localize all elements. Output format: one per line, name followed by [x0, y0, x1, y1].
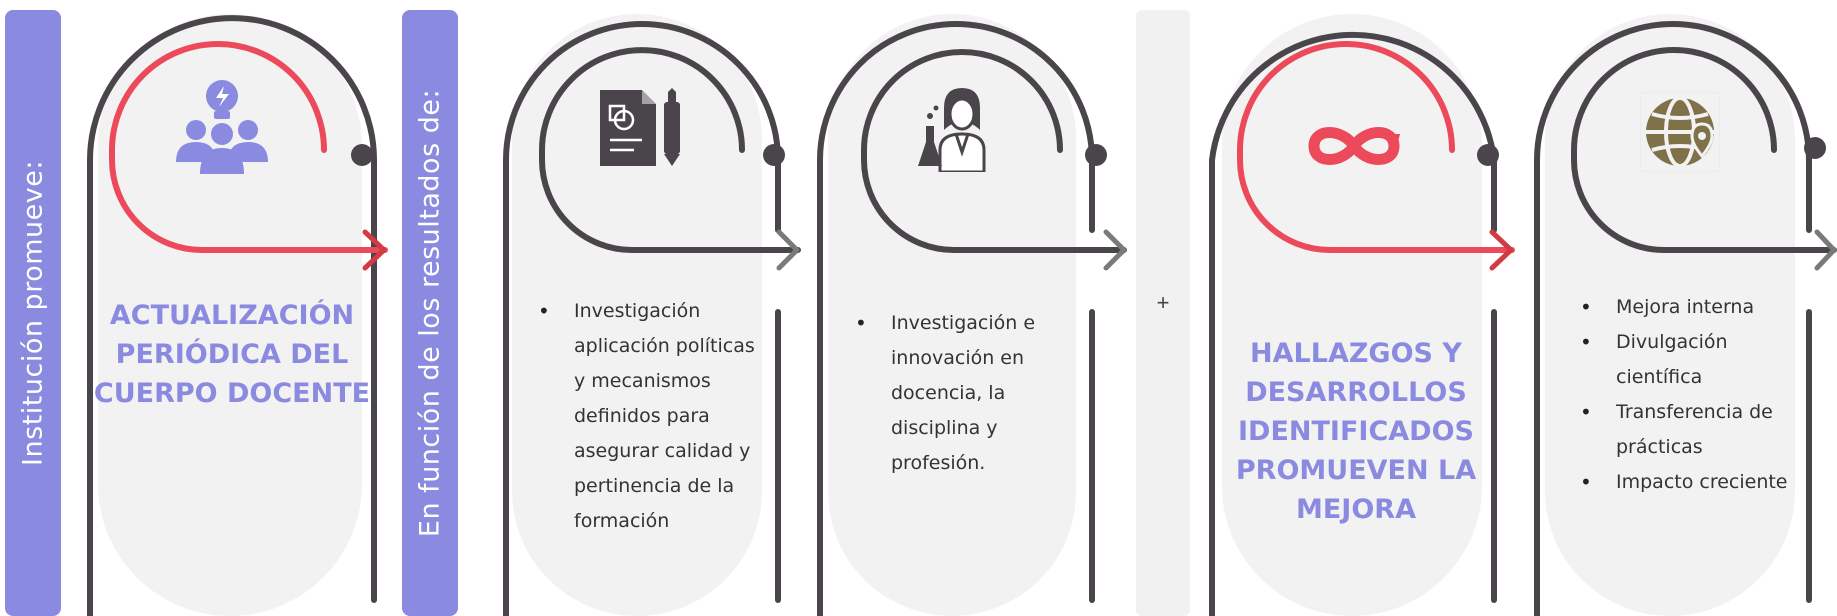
step-1-dot — [351, 144, 373, 166]
step-2-inner-path — [539, 47, 801, 253]
step-5-outline-top — [1534, 21, 1812, 616]
step-5-list: Mejora interna Divulgación científica Tr… — [1580, 290, 1796, 500]
infinity-loop-icon — [1306, 118, 1402, 174]
step-4-arrowhead — [1489, 229, 1514, 271]
step-3-bullet: Investigación e innovación en docencia, … — [855, 306, 1071, 481]
step-1-title: ACTUALIZACIÓN PERIÓDICA DEL CUERPO DOCEN… — [93, 300, 371, 409]
step-2-bullet: Investigación aplicación políticas y mec… — [538, 294, 764, 539]
globe-location-icon — [1639, 91, 1721, 173]
institution-bar: Institución promueve: — [5, 10, 61, 616]
step-4-title: HALLAZGOS Y DESARROLLOS IDENTIFICADOS PR… — [1235, 338, 1477, 525]
step-3-dot — [1085, 144, 1107, 166]
step-2-dot — [763, 144, 785, 166]
results-bar: En función de los resultados de: — [402, 10, 458, 616]
step-5-arrowhead — [1814, 229, 1837, 271]
document-pen-icon — [598, 88, 684, 168]
step-1-outline — [87, 15, 377, 616]
step-4-red-path — [1237, 41, 1515, 253]
step-4-card — [1222, 14, 1482, 616]
plus-sign: + — [1156, 290, 1170, 315]
step-5-bullet-4: Impacto creciente — [1580, 465, 1796, 500]
step-2-list: Investigación aplicación políticas y mec… — [538, 294, 764, 539]
step-5-bullet-3: Transferencia de prácticas — [1580, 395, 1796, 465]
step-1-arrowhead — [362, 229, 387, 271]
step-2-arrowhead — [776, 229, 800, 271]
step-4-outline-top — [1209, 31, 1497, 616]
step-5-inner-path — [1571, 47, 1837, 253]
plus-column: + — [1136, 10, 1190, 616]
step-5-bullet-2: Divulgación científica — [1580, 325, 1796, 395]
step-3-inner-path — [861, 49, 1127, 253]
step-2-outline-top — [503, 21, 781, 616]
step-3-outline-top — [817, 21, 1095, 616]
step-1-red-path — [109, 41, 388, 253]
team-idea-icon — [172, 76, 272, 176]
step-5-bullet-1: Mejora interna — [1580, 290, 1796, 325]
step-4-dot — [1477, 144, 1499, 166]
step-3-list: Investigación e innovación en docencia, … — [855, 306, 1071, 481]
scientist-icon — [916, 86, 998, 174]
step-5-dot — [1804, 137, 1826, 159]
step-3-arrowhead — [1103, 229, 1127, 271]
